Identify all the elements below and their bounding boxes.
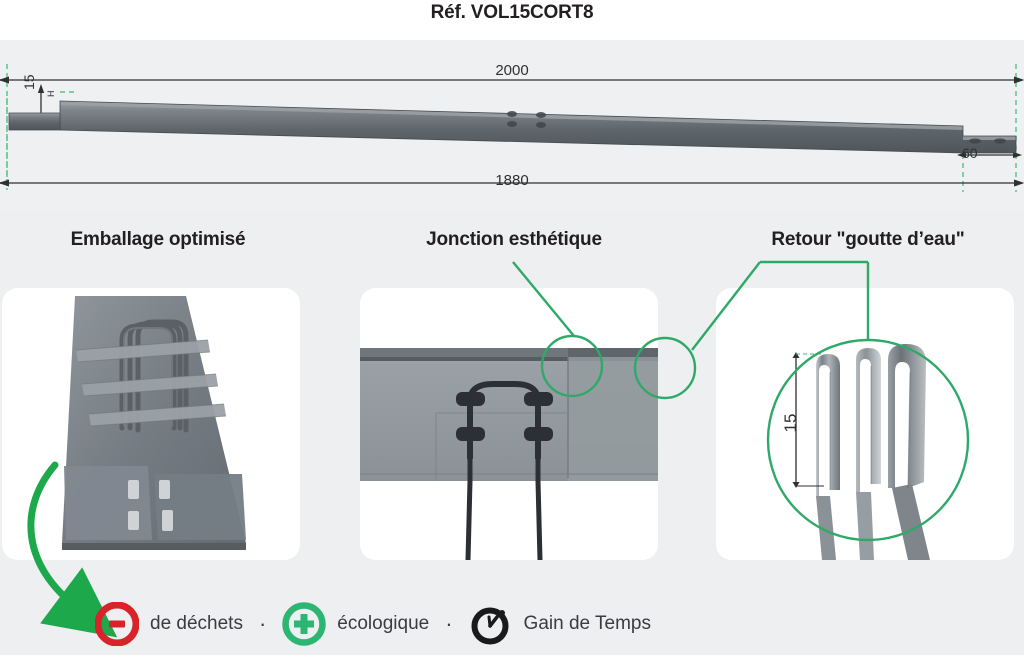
benefit-label-gain-de-temps: Gain de Temps <box>523 613 651 634</box>
section-heading-emballage: Emballage optimisé <box>70 229 246 250</box>
benefit-badge-gain-de-temps: Gain de Temps <box>469 602 651 646</box>
photo-retour: 15 <box>716 288 1014 560</box>
callout-dimension-label: 15 <box>781 414 800 433</box>
technical-drawing: 2000 1880 60 15 H <box>0 40 1024 210</box>
section-heading-retour: Retour "goutte d’eau" <box>771 229 965 250</box>
photo-emballage <box>2 288 300 560</box>
minus-circle-icon <box>95 602 139 646</box>
benefit-separator-1: · <box>258 611 267 636</box>
benefit-label-dechets: de déchets <box>150 613 243 634</box>
top-white-band <box>0 0 1024 40</box>
photo-card-emballage <box>2 288 300 560</box>
dimension-label-height-mark: H <box>46 90 56 98</box>
photo-card-retour: 15 <box>716 288 1014 560</box>
dimension-label-height: 15 <box>21 74 37 90</box>
benefit-badge-dechets: de déchets <box>95 602 243 646</box>
dimension-label-overall: 2000 <box>495 62 529 79</box>
benefit-separator-2: · <box>445 611 453 636</box>
dimension-label-useful: 1880 <box>495 172 529 189</box>
photo-card-jonction <box>360 288 658 560</box>
page-title: Réf. VOL15CORT8 <box>430 2 594 23</box>
stopwatch-icon <box>469 602 513 646</box>
benefit-label-ecologique: écologique <box>337 613 430 634</box>
plus-circle-icon <box>282 602 327 646</box>
bar-left-tab <box>8 112 61 131</box>
dimension-label-return: 60 <box>962 145 978 161</box>
section-heading-jonction: Jonction esthétique <box>426 229 602 250</box>
photo-jonction <box>360 288 658 560</box>
benefit-badge-ecologique: écologique <box>282 602 429 646</box>
benefits-footer: de déchets · écologique · Gain de Temps <box>95 600 651 648</box>
